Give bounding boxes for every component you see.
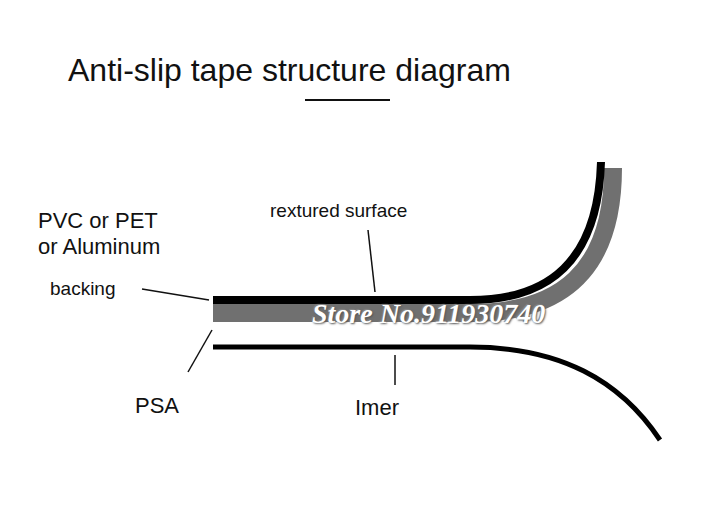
leader-line [142, 289, 209, 300]
title-underline [305, 99, 390, 101]
watermark: Store No.911930740 [312, 297, 545, 330]
part-label: backing [50, 278, 116, 300]
textured-layer [213, 168, 613, 313]
backing-layer [213, 162, 601, 300]
part-label: PSA [135, 393, 179, 419]
material-label: PVC or PET or Aluminum [38, 208, 178, 260]
liner-layer [213, 347, 660, 440]
leader-line [368, 230, 375, 292]
leader-line [188, 330, 212, 372]
leader-line [394, 355, 396, 385]
part-label: Imer [355, 395, 399, 421]
diagram-title: Anti-slip tape structure diagram [68, 52, 511, 89]
part-label: rextured surface [270, 200, 407, 222]
